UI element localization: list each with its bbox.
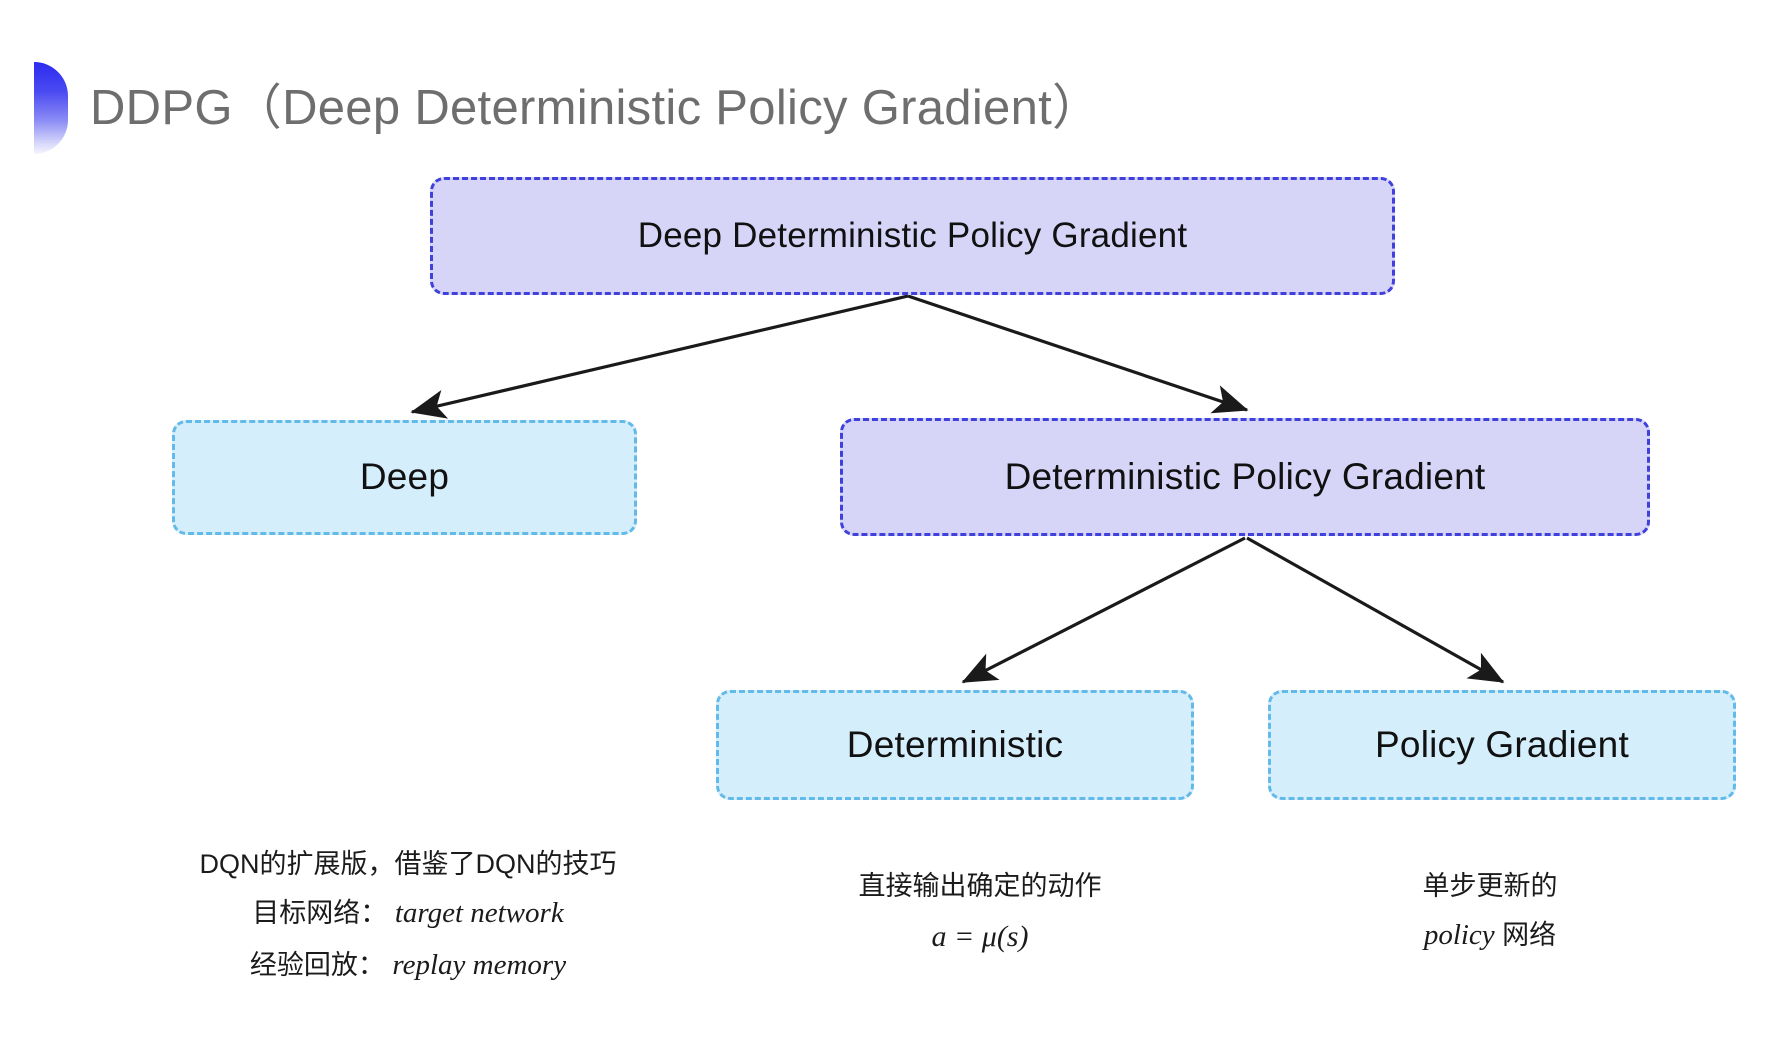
node-policy-gradient[interactable]: Policy Gradient [1268,690,1736,800]
page-title: DDPG（Deep Deterministic Policy Gradient） [34,58,1101,158]
edge-root-to-deep [410,294,909,419]
annotation-policy-gradient-suffix: 网络 [1494,920,1557,951]
annotation-policy-gradient-term: policy [1423,919,1495,952]
annotation-deep-line3-label: 经验回放： [249,949,385,980]
left-margin-band [0,0,26,1056]
node-root-label: Deep Deterministic Policy Gradient [637,215,1188,255]
node-policy-gradient-label: Policy Gradient [1375,723,1629,765]
node-deterministic-label: Deterministic [846,723,1064,765]
annotation-deterministic-formula: a = μ(s) [931,920,1029,954]
annotation-deep-line2-label: 目标网络： [252,898,388,929]
right-margin-band [1752,0,1778,1056]
annotation-deterministic: 直接输出确定的动作 a = μ(s) [760,862,1200,963]
node-dpg-label: Deterministic Policy Gradient [1004,455,1486,497]
accent-halfcircle-icon [34,62,68,154]
node-deterministic[interactable]: Deterministic [716,690,1194,800]
annotation-deep-line1: DQN的扩展版，借鉴了DQN的技巧 [199,849,617,879]
edge-dpg-to-policygradient [1246,536,1505,684]
node-deep-label: Deep [359,456,450,498]
annotation-deterministic-line1: 直接输出确定的动作 [858,871,1102,901]
page-title-text: DDPG（Deep Deterministic Policy Gradient） [90,80,1102,135]
annotation-deep-line2: 目标网络： target network [148,888,668,940]
annotation-deep: DQN的扩展版，借鉴了DQN的技巧 目标网络： target network 经… [148,840,668,991]
edge-root-to-dpg [907,294,1249,414]
annotation-policy-gradient-line2: policy 网络 [1290,910,1690,962]
node-deep[interactable]: Deep [172,420,637,535]
annotation-deep-line2-term: target network [394,897,564,930]
annotation-deep-line3-term: replay memory [392,948,567,981]
annotation-deep-line3: 经验回放： replay memory [148,940,668,992]
node-deterministic-policy-gradient[interactable]: Deterministic Policy Gradient [840,418,1650,536]
node-root[interactable]: Deep Deterministic Policy Gradient [430,177,1395,295]
edge-dpg-to-deterministic [961,536,1246,684]
annotation-policy-gradient: 单步更新的 policy 网络 [1290,862,1690,962]
annotation-policy-gradient-line1: 单步更新的 [1422,871,1558,901]
